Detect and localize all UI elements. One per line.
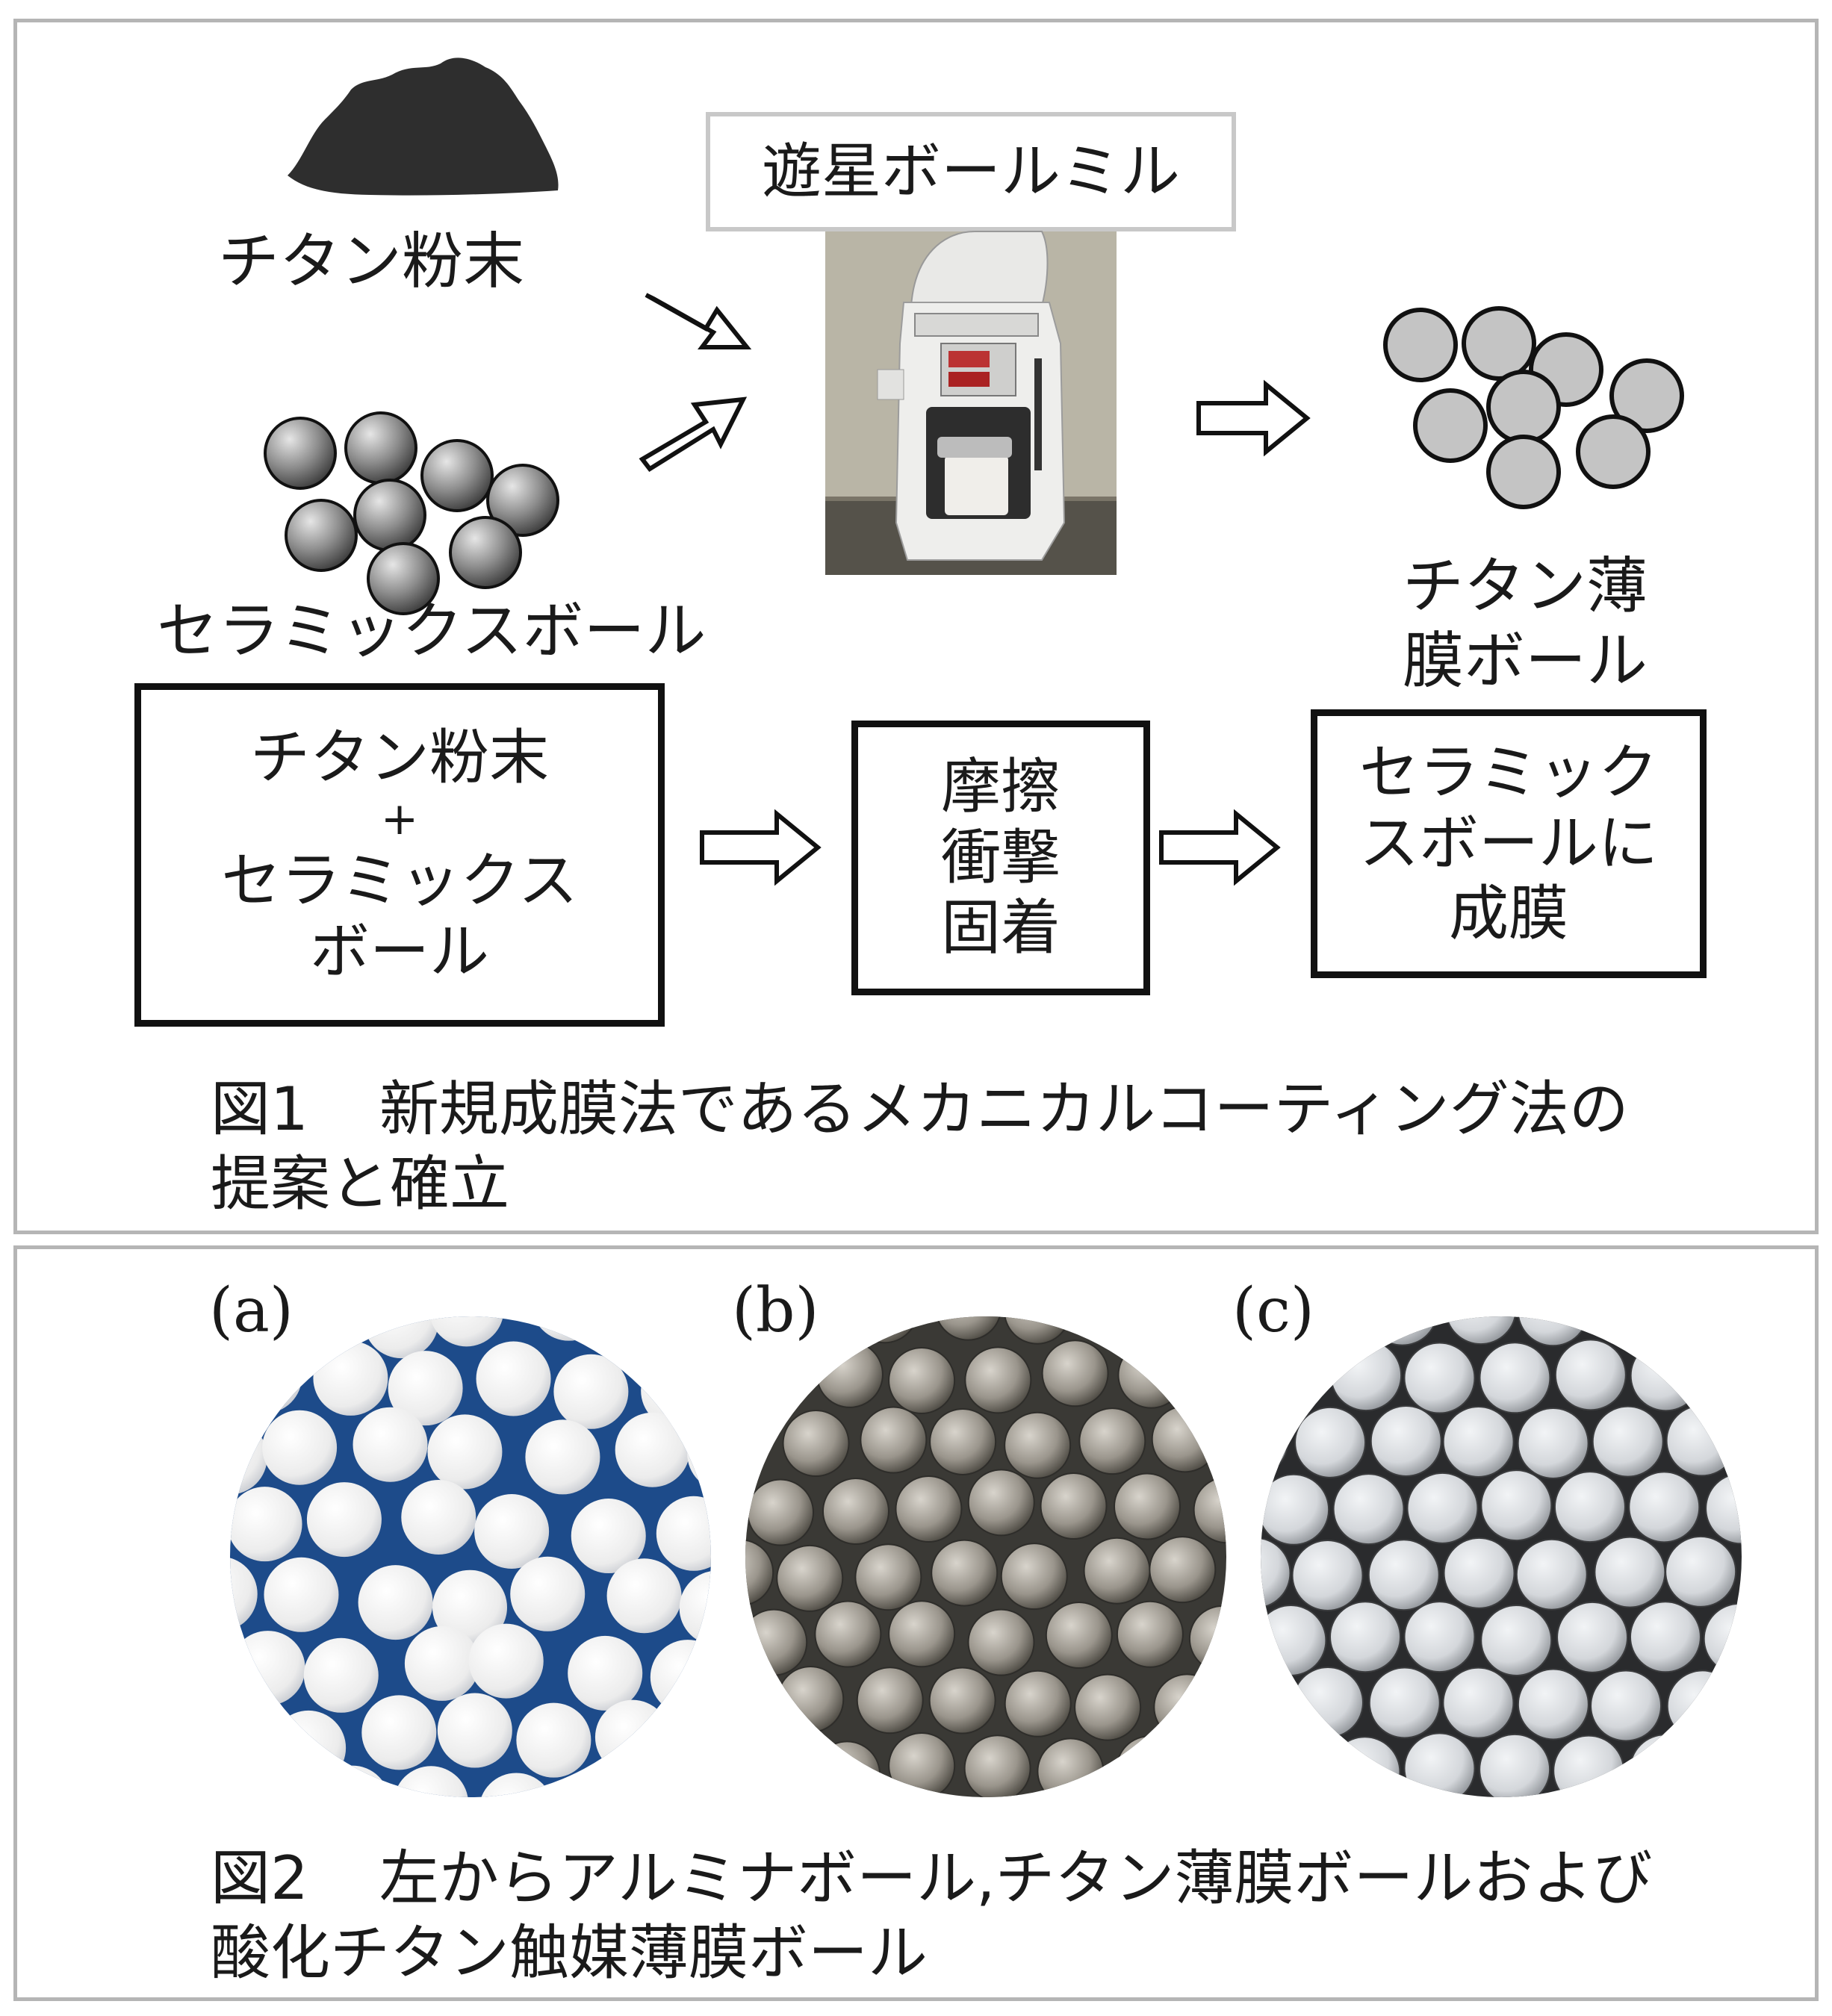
arrow-right-icon: [700, 809, 822, 886]
titanium-film-balls-photo: [745, 1316, 1226, 1797]
result-line1: セラミック: [1359, 738, 1658, 808]
process-box-inputs-line3: セラミックス: [221, 846, 578, 916]
ceramic-balls-label: セラミックスボール: [157, 596, 707, 667]
arrow-right-icon: [1196, 379, 1311, 457]
figure2-caption-line2: 酸化チタン触媒薄膜ボール: [211, 1918, 928, 1988]
process-box-inputs: チタン粉末 + セラミックス ボール: [134, 683, 665, 1027]
titanium-powder-icon: [288, 57, 559, 196]
arrow-right-icon: [639, 396, 748, 472]
photo-b-label: (b): [732, 1275, 819, 1346]
titanium-powder-label: チタン粉末: [218, 226, 525, 297]
mechanism-adhesion: 固着: [941, 893, 1061, 963]
ball-mill-photo: [825, 231, 1117, 575]
result-line3: 成膜: [1449, 879, 1568, 949]
arrow-right-icon: [645, 293, 752, 349]
coated-ball-label-line1: チタン薄: [1403, 551, 1648, 622]
figure1-number: 図1: [211, 1074, 308, 1144]
process-box-mechanism: 摩擦 衝撃 固着: [851, 721, 1150, 995]
result-line2: スボールに: [1359, 808, 1658, 878]
figure1-caption: 図1 新規成膜法であるメカニカルコーティング法の: [211, 1075, 1629, 1144]
process-box-result: セラミック スボールに 成膜: [1311, 709, 1707, 978]
mill-label: 遊星ボールミル: [762, 136, 1180, 206]
mill-label-box: 遊星ボールミル: [706, 112, 1236, 231]
plus-sign: +: [380, 793, 419, 846]
titania-film-balls-photo: [1261, 1316, 1742, 1797]
figure1-caption-line2: 提案と確立: [211, 1149, 509, 1219]
coated-ball-label-line2: 膜ボール: [1403, 626, 1648, 697]
arrow-right-icon: [1159, 809, 1281, 886]
figure2-caption-line1: 左からアルミナボール,チタン薄膜ボールおよび: [379, 1844, 1653, 1913]
figure1-caption-line1: 新規成膜法であるメカニカルコーティング法の: [379, 1074, 1629, 1144]
figure2-caption: 図2 左からアルミナボール,チタン薄膜ボールおよび: [211, 1844, 1653, 1913]
process-box-inputs-line1: チタン粉末: [250, 723, 549, 793]
mechanism-impact: 衝撃: [941, 822, 1061, 892]
ceramic-balls-icon: [264, 411, 559, 615]
process-box-inputs-line4: ボール: [310, 916, 489, 986]
figure2-number: 図2: [211, 1844, 308, 1913]
mechanism-friction: 摩擦: [941, 752, 1061, 822]
alumina-balls-photo: [230, 1316, 711, 1797]
coated-balls-icon: [1383, 306, 1684, 509]
photo-c-label: (c): [1232, 1275, 1314, 1346]
photo-a-label: (a): [209, 1275, 294, 1346]
